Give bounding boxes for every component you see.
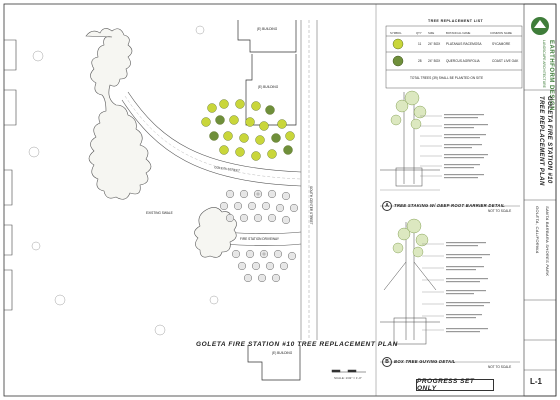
existing-trees: [28, 25, 219, 336]
detail-b-marker: B: [382, 357, 392, 367]
label-drive: FIRE STATION DRIVEWAY: [240, 237, 280, 241]
firm-logo-mark: [534, 20, 546, 28]
detail-a-marker: A: [382, 201, 392, 211]
detail-b-scale: NOT TO SCALE: [488, 365, 512, 369]
oak-tree-group: [219, 189, 299, 283]
curved-road: [121, 91, 302, 187]
project-line-1: SANTA BARBARA SHORES PARK: [545, 206, 550, 277]
building-bottom: [247, 345, 301, 381]
legend-title: TREE REPLACEMENT LIST: [428, 19, 484, 23]
lime-tree-group: [201, 99, 295, 161]
legend-header-botanical: BOTANICAL NAME: [446, 31, 471, 35]
legend-row1-botanical: PLATANUS RACEMOSA: [446, 42, 482, 46]
legend-oak-symbol: [392, 55, 404, 67]
building-top: [237, 20, 297, 53]
label-building-mid: (E) BUILDING: [258, 85, 279, 89]
legend-note: TOTAL TREES (39) SHALL BE PLANTED ON SIT…: [410, 76, 484, 80]
legend-table: [385, 25, 523, 89]
road-centerline: [124, 95, 302, 180]
sheet-title-1: GOLETA FIRE STATION #10: [546, 96, 552, 184]
project-line-2: GOLETA, CALIFORNIA: [535, 206, 540, 254]
building-mid: [245, 54, 297, 126]
detail-b-leaders: [422, 243, 444, 331]
legend-row1-size: 24" BOX: [428, 42, 441, 46]
legend-row2-size: 24" BOX: [428, 59, 441, 63]
legend-row2-common: COAST LIVE OAK: [492, 59, 519, 63]
legend-row1-qty: 11: [418, 42, 422, 46]
label-building-bottom: (E) BUILDING: [272, 351, 293, 355]
plan-title: GOLETA FIRE STATION #10 TREE REPLACEMENT…: [196, 341, 398, 348]
sheet-number: L-1: [530, 377, 542, 386]
detail-a-title: TREE STAKING W/ DEEP ROOT BARRIER DETAIL: [394, 203, 506, 208]
left-buildings: [4, 39, 17, 311]
legend-lime-symbol: [392, 38, 404, 50]
vertical-street: [300, 20, 318, 340]
scale-graphic: [331, 369, 366, 373]
detail-a-notes: [444, 114, 488, 179]
legend-header-size: SIZE: [428, 31, 435, 35]
legend-header-common: COMMON NAME: [490, 31, 512, 35]
detail-b-drawing: [380, 222, 440, 345]
legend-header-qty: QTY: [416, 31, 422, 35]
label-building-top: (E) BUILDING: [257, 27, 278, 31]
detail-b-notes: [446, 242, 490, 333]
legend-row2-botanical: QUERCUS AGRIFOLIA: [446, 59, 480, 63]
detail-a-canopy: [390, 90, 427, 130]
detail-b-canopy: [392, 218, 429, 258]
label-vertical-street: SOUTH CENTER STREET: [309, 186, 313, 225]
title-block-cells: [524, 89, 556, 371]
vegetation-outline: [85, 28, 152, 200]
oak-tree-stars: [256, 192, 266, 256]
legend-header-symbol: SYMBOL: [390, 31, 402, 35]
plan-scale-note: SCALE: 1/32" = 1'-0": [334, 376, 362, 380]
firm-subtitle: LANDSCAPE ARCHITECTURE: [542, 40, 546, 88]
sheet-title-2: TREE REPLACEMENT PLAN: [538, 96, 544, 186]
progress-set-label: PROGRESS SET ONLY: [416, 378, 494, 392]
legend-row2-qty: 28: [418, 59, 422, 63]
detail-a-drawing: [380, 92, 440, 191]
detail-a-scale: NOT TO SCALE: [488, 209, 512, 213]
label-swale: EXISTING SWALE: [146, 211, 173, 215]
legend-row1-common: SYCAMORE: [492, 42, 511, 46]
detail-a-leaders: [420, 115, 442, 177]
detail-b-title: BOX TREE GUYING DETAIL: [394, 359, 456, 364]
